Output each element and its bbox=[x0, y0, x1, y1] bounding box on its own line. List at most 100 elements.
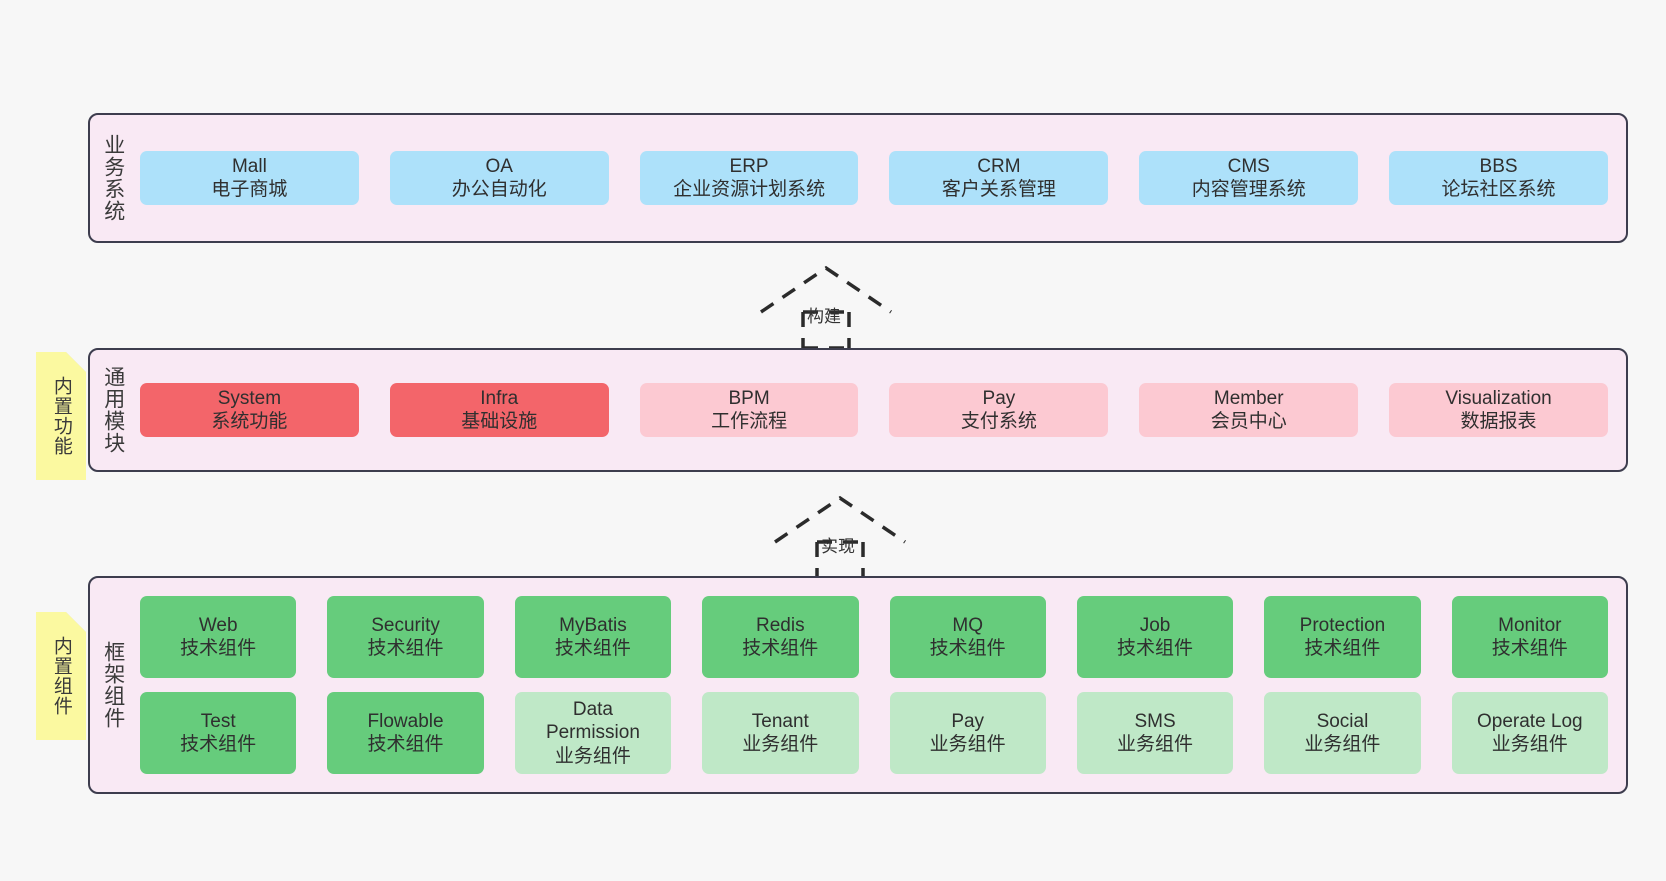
box-title: Visualization bbox=[1445, 387, 1552, 409]
box-subtitle: 支付系统 bbox=[960, 411, 1037, 432]
box-subtitle: 电子商城 bbox=[211, 179, 288, 200]
box-subtitle: 技术组件 bbox=[554, 638, 631, 659]
box-title: Redis bbox=[756, 614, 805, 636]
row-business-components: Test 技术组件 Flowable 技术组件 Data Permission … bbox=[140, 692, 1608, 774]
box-subtitle: 业务组件 bbox=[554, 745, 631, 767]
box-title: BBS bbox=[1479, 155, 1518, 177]
box-title: Member bbox=[1213, 387, 1284, 409]
row-business-systems: Mall 电子商城 OA 办公自动化 ERP 企业资源计划系统 CRM 客户关系… bbox=[140, 150, 1608, 206]
box-flowable[interactable]: Flowable 技术组件 bbox=[327, 692, 484, 774]
box-subtitle: 技术组件 bbox=[180, 638, 257, 659]
layer-framework-component: 框架组件 Web 技术组件 Security 技术组件 MyBatis 技术组件… bbox=[88, 576, 1628, 794]
box-subtitle: 企业资源计划系统 bbox=[673, 179, 826, 200]
box-subtitle: 客户关系管理 bbox=[941, 179, 1056, 200]
row-common-modules: System 系统功能 Infra 基础设施 BPM 工作流程 Pay 支付系统… bbox=[140, 382, 1608, 438]
layer-body-common-module: System 系统功能 Infra 基础设施 BPM 工作流程 Pay 支付系统… bbox=[136, 350, 1626, 470]
box-subtitle: 技术组件 bbox=[1304, 638, 1381, 659]
box-title: MQ bbox=[952, 614, 983, 636]
box-title: Monitor bbox=[1498, 614, 1562, 636]
layer-common-module: 通用模块 System 系统功能 Infra 基础设施 BPM 工作流程 Pay… bbox=[88, 348, 1628, 472]
box-subtitle: 技术组件 bbox=[1117, 638, 1194, 659]
box-title: Mall bbox=[231, 155, 267, 177]
box-subtitle: 业务组件 bbox=[1304, 734, 1381, 755]
box-subtitle: 系统功能 bbox=[211, 411, 288, 432]
box-subtitle: 工作流程 bbox=[711, 411, 788, 432]
box-pay-module[interactable]: Pay 支付系统 bbox=[889, 382, 1109, 438]
box-subtitle: 基础设施 bbox=[461, 411, 538, 432]
box-subtitle: 技术组件 bbox=[929, 638, 1006, 659]
box-mall[interactable]: Mall 电子商城 bbox=[140, 150, 359, 206]
box-subtitle: 技术组件 bbox=[367, 734, 444, 755]
box-title: Web bbox=[198, 614, 238, 636]
box-title: Job bbox=[1139, 614, 1171, 636]
box-title: Pay bbox=[982, 387, 1016, 409]
box-redis[interactable]: Redis 技术组件 bbox=[702, 596, 859, 678]
box-subtitle: 内容管理系统 bbox=[1191, 179, 1306, 200]
box-subtitle: 会员中心 bbox=[1210, 411, 1287, 432]
box-job[interactable]: Job 技术组件 bbox=[1076, 596, 1234, 678]
connector-implement-arrow bbox=[774, 495, 906, 580]
box-subtitle: 业务组件 bbox=[1117, 734, 1194, 755]
box-subtitle: 业务组件 bbox=[742, 734, 819, 755]
box-title: ERP bbox=[729, 155, 769, 177]
note-builtin-feature: 内置功能 bbox=[36, 352, 86, 480]
box-title: Data Permission bbox=[545, 699, 640, 744]
note-fold-corner-icon bbox=[66, 352, 86, 372]
box-protection[interactable]: Protection 技术组件 bbox=[1264, 596, 1421, 678]
note-builtin-component: 内置组件 bbox=[36, 612, 86, 740]
box-sms[interactable]: SMS 业务组件 bbox=[1076, 692, 1234, 774]
box-web[interactable]: Web 技术组件 bbox=[140, 596, 297, 678]
box-title: MyBatis bbox=[559, 614, 627, 636]
note-fold-corner-icon bbox=[66, 612, 86, 632]
box-tenant[interactable]: Tenant 业务组件 bbox=[702, 692, 859, 774]
box-crm[interactable]: CRM 客户关系管理 bbox=[889, 150, 1109, 206]
note-label: 内置功能 bbox=[50, 376, 72, 456]
layer-business-system: 业务系统 Mall 电子商城 OA 办公自动化 ERP 企业资源计划系统 CRM… bbox=[88, 113, 1628, 243]
box-cms[interactable]: CMS 内容管理系统 bbox=[1139, 150, 1359, 206]
box-monitor[interactable]: Monitor 技术组件 bbox=[1451, 596, 1608, 678]
box-subtitle: 数据报表 bbox=[1460, 411, 1537, 432]
box-security[interactable]: Security 技术组件 bbox=[327, 596, 484, 678]
box-data-permission[interactable]: Data Permission 业务组件 bbox=[514, 692, 672, 774]
box-member[interactable]: Member 会员中心 bbox=[1139, 382, 1359, 438]
box-social[interactable]: Social 业务组件 bbox=[1264, 692, 1421, 774]
box-pay-component[interactable]: Pay 业务组件 bbox=[889, 692, 1046, 774]
box-title: Protection bbox=[1299, 614, 1386, 636]
note-label: 内置组件 bbox=[50, 636, 72, 716]
box-title: Security bbox=[371, 614, 440, 636]
box-subtitle: 技术组件 bbox=[742, 638, 819, 659]
layer-body-business-system: Mall 电子商城 OA 办公自动化 ERP 企业资源计划系统 CRM 客户关系… bbox=[136, 115, 1626, 241]
layer-title-common-module: 通用模块 bbox=[101, 366, 125, 454]
box-subtitle: 办公自动化 bbox=[451, 179, 547, 200]
box-title: Tenant bbox=[751, 710, 809, 732]
box-title: Operate Log bbox=[1476, 710, 1583, 732]
box-bpm[interactable]: BPM 工作流程 bbox=[639, 382, 859, 438]
box-system[interactable]: System 系统功能 bbox=[140, 382, 359, 438]
row-tech-components: Web 技术组件 Security 技术组件 MyBatis 技术组件 Redi… bbox=[140, 596, 1608, 678]
box-title: Infra bbox=[480, 387, 519, 409]
connector-build-label: 构建 bbox=[807, 307, 841, 326]
box-infra[interactable]: Infra 基础设施 bbox=[389, 382, 609, 438]
box-subtitle: 业务组件 bbox=[929, 734, 1006, 755]
box-title: CMS bbox=[1227, 155, 1270, 177]
box-title: BPM bbox=[728, 387, 770, 409]
box-bbs[interactable]: BBS 论坛社区系统 bbox=[1389, 150, 1608, 206]
box-operate-log[interactable]: Operate Log 业务组件 bbox=[1451, 692, 1608, 774]
box-title: Test bbox=[200, 710, 236, 732]
layer-title-business-system: 业务系统 bbox=[101, 134, 125, 222]
box-subtitle: 技术组件 bbox=[180, 734, 257, 755]
layer-body-framework-component: Web 技术组件 Security 技术组件 MyBatis 技术组件 Redi… bbox=[136, 578, 1626, 792]
box-subtitle: 业务组件 bbox=[1491, 734, 1568, 755]
box-title: Pay bbox=[951, 710, 985, 732]
box-oa[interactable]: OA 办公自动化 bbox=[389, 150, 609, 206]
layer-title-framework-component: 框架组件 bbox=[101, 641, 125, 729]
connector-implement: 实现 bbox=[771, 492, 921, 580]
box-subtitle: 技术组件 bbox=[367, 638, 444, 659]
box-title: Social bbox=[1316, 710, 1369, 732]
box-test[interactable]: Test 技术组件 bbox=[140, 692, 297, 774]
box-visualization[interactable]: Visualization 数据报表 bbox=[1389, 382, 1608, 438]
box-erp[interactable]: ERP 企业资源计划系统 bbox=[639, 150, 859, 206]
box-mq[interactable]: MQ 技术组件 bbox=[889, 596, 1046, 678]
box-mybatis[interactable]: MyBatis 技术组件 bbox=[514, 596, 672, 678]
